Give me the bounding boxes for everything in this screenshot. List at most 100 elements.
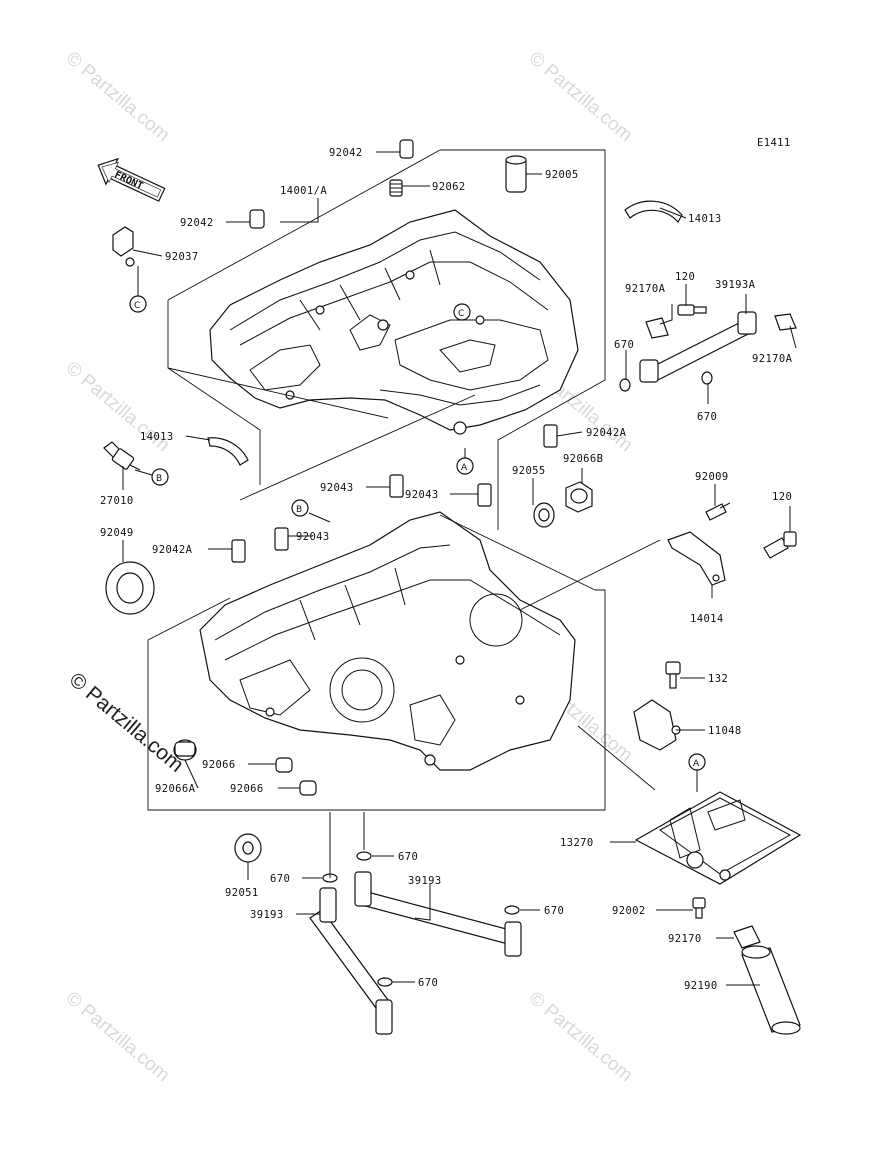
oil-seal-92049 (105, 561, 155, 615)
dowel-92043-b (477, 483, 492, 507)
sleeve-92005 (505, 155, 527, 193)
dowel-92042-top (399, 139, 414, 159)
dowel-92042A-right (543, 424, 558, 448)
front-arrow-icon: FRONT (97, 157, 166, 202)
callout-letter: B (156, 474, 162, 484)
callout-letter: A (461, 463, 468, 473)
label-120-top: 120 (675, 271, 695, 283)
dowel-92042-left (249, 209, 265, 229)
label-132: 132 (708, 673, 728, 685)
seal-92055 (533, 502, 555, 528)
bolt-120-right (763, 531, 797, 559)
plug-92066B (565, 481, 593, 513)
lower-crankcase (199, 511, 576, 771)
watermark: © Partzilla.com (525, 48, 637, 146)
label-92042A-right: 92042A (586, 427, 627, 439)
callout-a-strainer: A (688, 753, 706, 771)
strainer-13270 (634, 791, 802, 885)
label-670-c: 670 (398, 851, 418, 863)
dowel-92043-a (389, 474, 404, 498)
label-39193-left: 39193 (250, 909, 284, 921)
label-92049: 92049 (100, 527, 134, 539)
bracket-14014 (667, 531, 726, 586)
label-92066-a: 92066 (202, 759, 236, 771)
label-92042-top: 92042 (329, 147, 363, 159)
callout-letter: A (693, 759, 700, 769)
pipe-39193-middle (354, 871, 522, 957)
leader-lines (122, 151, 797, 986)
diagram-code: E1411 (757, 137, 791, 149)
bolt-132 (665, 661, 681, 689)
label-92066-b: 92066 (230, 783, 264, 795)
label-92002: 92002 (612, 905, 646, 917)
label-92170: 92170 (668, 933, 702, 945)
watermark: © Partzilla.com (62, 48, 174, 146)
callout-b-switch: B (151, 468, 169, 486)
fitting-92037 (112, 226, 135, 267)
callout-letter: C (134, 301, 140, 311)
label-14014: 14014 (690, 613, 724, 625)
label-92009: 92009 (695, 471, 729, 483)
callout-a-upper: A (456, 457, 474, 475)
watermark: © Partzilla.com (62, 988, 174, 1086)
plug-92066-a (275, 757, 293, 773)
label-670-e: 670 (544, 905, 564, 917)
label-11048: 11048 (708, 725, 742, 737)
label-14013-left: 14013 (140, 431, 174, 443)
label-39193-middle: 39193 (408, 875, 442, 887)
upper-crankcase (209, 209, 579, 435)
bracket-92170A-left (645, 317, 669, 339)
pipe-39193A (639, 311, 757, 383)
label-92037: 92037 (165, 251, 199, 263)
callout-c-right: C (453, 303, 471, 321)
bearing-half-14013-lower (207, 437, 249, 466)
label-670-b: 670 (697, 411, 717, 423)
label-92043-c: 92043 (296, 531, 330, 543)
assembly-frame-lines (147, 149, 661, 811)
main-watermark: © Partzilla.com (65, 668, 188, 777)
bearing-half-14013-upper (624, 200, 683, 224)
label-14013-right: 14013 (688, 213, 722, 225)
label-92170A-right: 92170A (752, 353, 793, 365)
bracket-92170A-right (774, 313, 797, 331)
label-14001A: 14001/A (280, 185, 327, 197)
label-92051: 92051 (225, 887, 259, 899)
bolt-92062 (389, 179, 403, 197)
clamp-92170 (733, 925, 761, 949)
callout-b-case: B (291, 499, 309, 517)
switch-27010 (103, 441, 141, 471)
label-670-a: 670 (614, 339, 634, 351)
dowel-92043-c (274, 527, 289, 551)
watermark: © Partzilla.com (525, 988, 637, 1086)
label-13270: 13270 (560, 837, 594, 849)
dowel-92042A-left (231, 539, 246, 563)
label-27010: 27010 (100, 495, 134, 507)
plug-92066A (173, 739, 197, 761)
hose-92190 (741, 945, 801, 1035)
label-92042-left: 92042 (180, 217, 214, 229)
label-120-right: 120 (772, 491, 792, 503)
label-92170A-left: 92170A (625, 283, 666, 295)
label-92042A-left: 92042A (152, 544, 193, 556)
label-39193A: 39193A (715, 279, 756, 291)
label-92066A: 92066A (155, 783, 196, 795)
bolt-92009 (705, 502, 731, 521)
label-92066B: 92066B (563, 453, 603, 465)
callout-circles: C C A B B A (129, 266, 706, 771)
callout-letter: C (458, 309, 464, 319)
pipe-39193-left (309, 887, 393, 1035)
callout-letter: B (296, 505, 302, 515)
callout-c-left: C (129, 266, 147, 313)
plug-92066-b (299, 780, 317, 796)
bolt-92002 (692, 897, 706, 919)
label-92190: 92190 (684, 980, 718, 992)
label-92055: 92055 (512, 465, 546, 477)
part-labels: 92042 14001/A 92062 92005 92042 92037 14… (100, 147, 793, 992)
bracket-11048 (633, 699, 681, 751)
label-92062: 92062 (432, 181, 466, 193)
label-92043-a: 92043 (320, 482, 354, 494)
washer-92051 (234, 833, 262, 863)
label-670-d: 670 (270, 873, 290, 885)
o-rings-670 (322, 371, 713, 987)
